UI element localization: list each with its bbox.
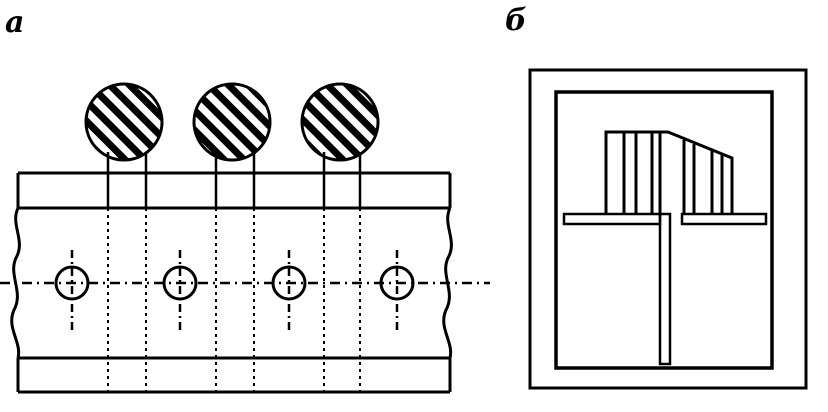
hole-2 (162, 250, 198, 330)
hatched-circle-2 (192, 82, 272, 162)
platform-left (562, 212, 662, 226)
hatched-circle-3 (300, 82, 380, 162)
projection-lines-solid (106, 152, 362, 208)
main-strip (10, 206, 453, 360)
center-rod (658, 212, 672, 366)
bottom-band (16, 358, 452, 394)
inner-frame (554, 90, 774, 370)
platform-right (680, 212, 768, 226)
top-band (16, 171, 452, 210)
hatched-circle-1 (84, 82, 164, 162)
outer-frame (528, 68, 808, 390)
panel-b-diagram (528, 68, 808, 390)
hole-3 (271, 250, 307, 330)
panel-a-label: а (5, 5, 25, 40)
comb-block (604, 130, 734, 214)
projection-lines-dotted (107, 208, 361, 392)
panel-b-label: б (505, 3, 527, 38)
hole-1 (54, 250, 90, 330)
hole-4 (379, 250, 415, 330)
panel-a-diagram (0, 82, 490, 394)
